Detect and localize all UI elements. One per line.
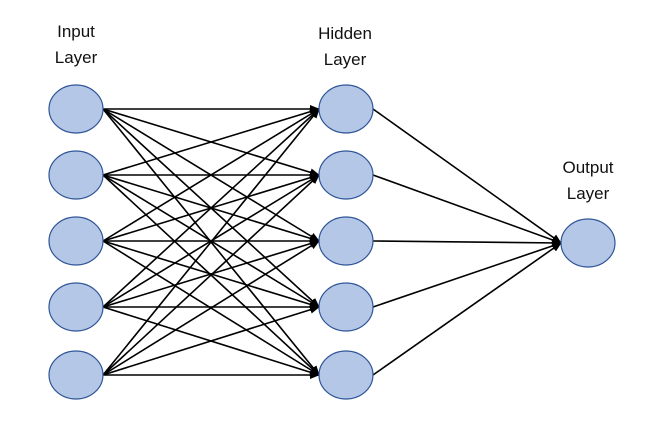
output-label-line1: Output [562,158,614,177]
input-layer-label: Input Layer [31,19,121,71]
hidden-node-2 [318,150,374,200]
input-node-4 [48,282,104,332]
input-label-line1: Input [57,22,95,41]
edge-input5-hidden2 [102,174,320,376]
hidden-layer-label: Hidden Layer [300,21,390,73]
edge-input4-hidden1 [102,108,320,308]
input-label-line2: Layer [54,48,98,67]
hidden-node-1 [318,84,374,134]
hidden-node-5 [318,350,374,400]
input-node-1 [48,84,104,134]
edge-input5-hidden1 [102,108,320,376]
input-node-3 [48,216,104,266]
output-node-1 [560,218,616,268]
input-node-5 [48,350,104,400]
hidden-node-3 [318,216,374,266]
edge-hidden3-output1 [372,238,562,247]
hidden-node-4 [318,282,374,332]
hidden-label-line1: Hidden [318,24,372,43]
output-layer-label: Output Layer [543,155,633,207]
edge-input3-hidden1 [102,108,320,242]
edge-input5-hidden3 [102,240,320,376]
edge-hidden4-output1 [372,242,562,308]
input-node-2 [48,150,104,200]
hidden-label-line2: Layer [323,50,367,69]
output-label-line2: Layer [566,184,610,203]
edge-hidden5-output1 [372,242,562,376]
edge-hidden2-output1 [372,174,562,244]
edge-input5-hidden4 [102,305,320,376]
edge-hidden1-output1 [372,108,562,244]
edge-input2-hidden1 [102,107,320,176]
